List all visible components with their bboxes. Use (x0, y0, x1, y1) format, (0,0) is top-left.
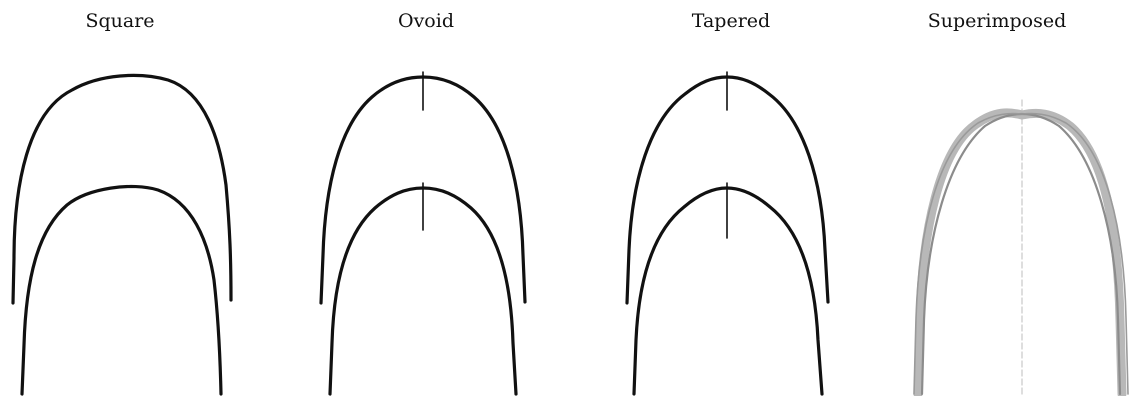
panel-superimposed (914, 100, 1128, 394)
tapered-lower-arch (634, 188, 822, 394)
square-lower-arch (22, 186, 221, 394)
panel-tapered (627, 72, 828, 394)
panel-ovoid (321, 72, 525, 394)
superimposed-arch-square (918, 113, 1122, 394)
panel-square (13, 75, 231, 394)
square-upper-arch (13, 75, 231, 303)
